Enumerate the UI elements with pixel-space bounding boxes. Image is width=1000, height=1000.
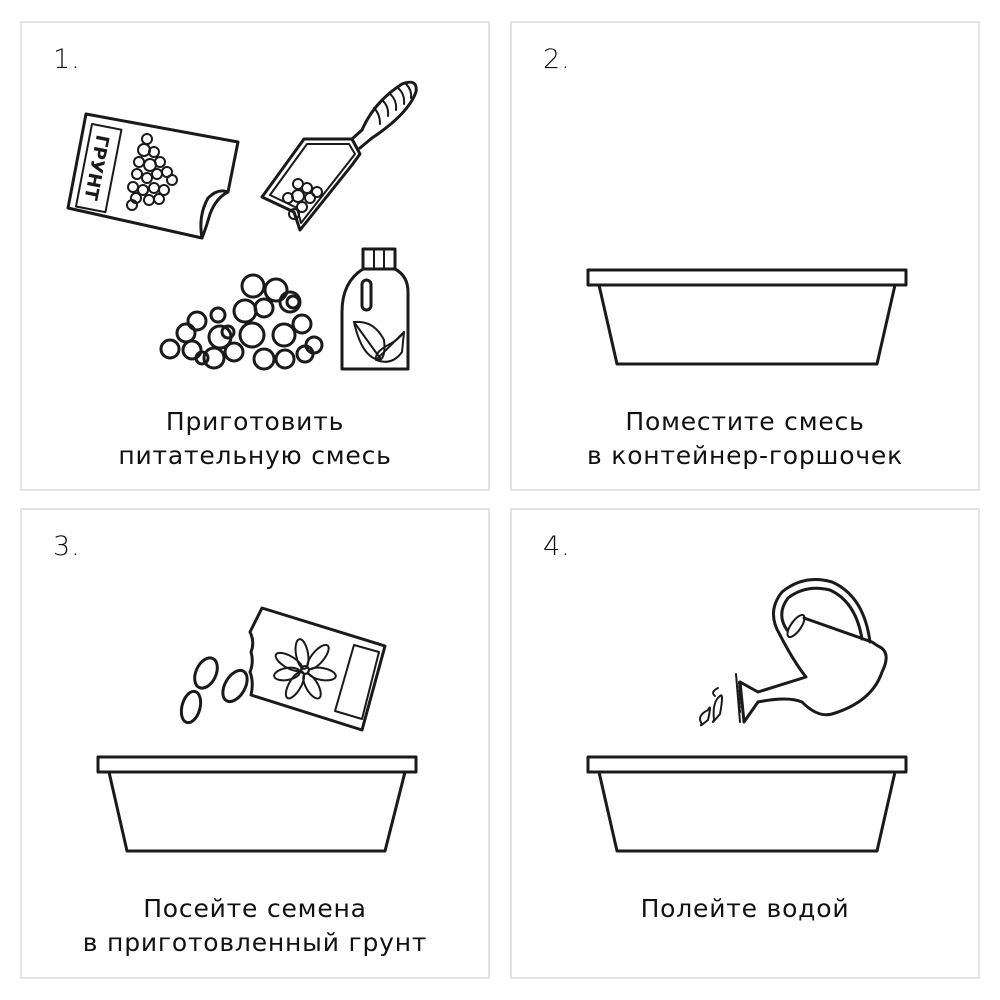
- step-4-panel: 4. Полейте водой: [510, 508, 980, 979]
- step-caption: Полейте водой: [512, 892, 978, 926]
- seeds-icon: [179, 656, 249, 725]
- step-3-illustration: [96, 606, 418, 853]
- step-2-illustration: [586, 268, 908, 366]
- step-caption: Приготовить питательную смесь: [22, 405, 488, 473]
- caption-line-2: в контейнер-горшочек: [587, 441, 903, 470]
- step-3-panel: 3. Посейте семена в приготовленный грунт: [20, 508, 490, 979]
- step-caption: Посейте семена в приготовленный грунт: [22, 892, 488, 960]
- step-number: 1.: [53, 44, 81, 75]
- step-4-illustration: [586, 578, 908, 853]
- caption-line-1: Посейте семена: [143, 894, 367, 923]
- step-2-panel: 2. Поместите смесь в контейнер-горшочек: [510, 21, 980, 491]
- seed-packet-icon: [248, 606, 387, 732]
- step-number: 4.: [543, 531, 571, 562]
- step-1-illustration: ГРУНТ: [66, 80, 418, 371]
- caption-line-2: в приготовленный грунт: [82, 928, 428, 957]
- caption-line-1: Полейте водой: [640, 894, 850, 923]
- soil-pile-icon: [159, 273, 324, 371]
- soil-bag-icon: ГРУНТ: [66, 112, 240, 240]
- step-1-panel: ГРУНТ: [20, 21, 490, 491]
- step-caption: Поместите смесь в контейнер-горшочек: [512, 405, 978, 473]
- garden-trowel-icon: [260, 80, 418, 232]
- planter-pot-icon: [586, 755, 908, 853]
- planter-pot-icon: [586, 268, 908, 366]
- step-number: 2.: [543, 44, 571, 75]
- step-number: 3.: [53, 531, 81, 562]
- watering-can-icon: [735, 578, 888, 724]
- caption-line-1: Поместите смесь: [625, 407, 865, 436]
- water-drops-icon: [699, 687, 723, 727]
- caption-line-1: Приготовить: [165, 407, 345, 436]
- caption-line-2: питательную смесь: [118, 441, 392, 470]
- planter-pot-icon: [96, 755, 418, 853]
- fertilizer-bottle-icon: [340, 247, 410, 371]
